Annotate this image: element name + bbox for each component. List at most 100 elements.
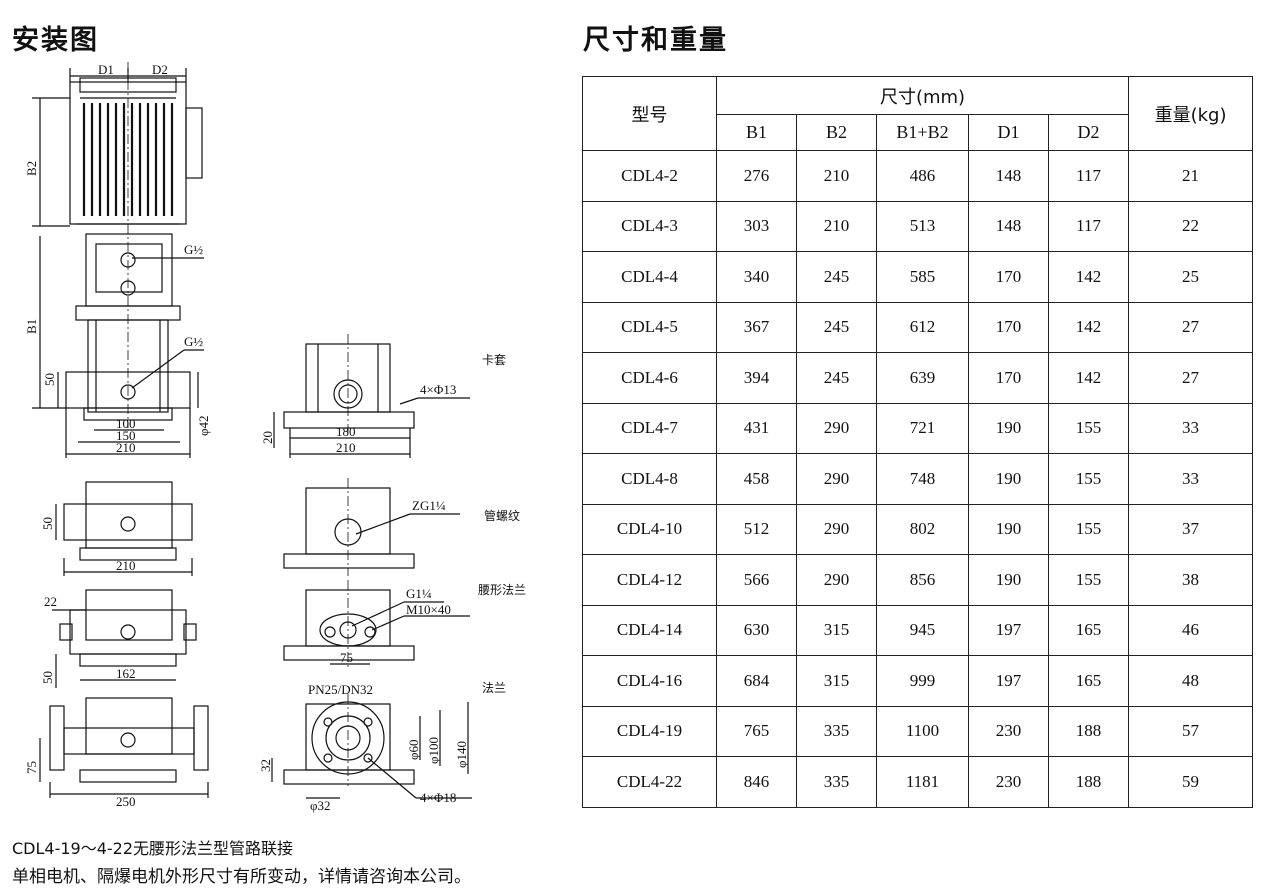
label-zg14: ZG1¼ <box>412 498 446 513</box>
cell-b1: 431 <box>716 402 797 454</box>
cell-d1: 148 <box>968 200 1049 252</box>
cell-w: 33 <box>1128 453 1254 505</box>
label-g-half-top: G½ <box>184 242 203 257</box>
cell-b1b2: 999 <box>876 655 969 707</box>
cell-w: 25 <box>1128 251 1254 303</box>
dim-75: 75 <box>24 761 39 774</box>
cell-model: CDL4-3 <box>582 200 717 252</box>
label-clamp: 卡套 <box>482 353 506 367</box>
col-header-model: 型号 <box>582 76 717 151</box>
cell-d2: 155 <box>1047 453 1130 505</box>
dim-22: 22 <box>44 594 57 609</box>
cell-model: CDL4-7 <box>582 402 717 454</box>
cell-b2: 210 <box>796 200 877 252</box>
dim-b1: B1 <box>24 319 39 334</box>
cell-d1: 148 <box>968 150 1049 202</box>
oval-flange-front-view <box>85 589 173 641</box>
cell-b2: 335 <box>796 756 877 808</box>
dim-162: 162 <box>116 666 136 681</box>
cell-b1: 367 <box>716 301 797 353</box>
col-header-d2: D2 <box>1047 114 1130 151</box>
cell-b1: 684 <box>716 655 797 707</box>
cell-d2: 117 <box>1047 150 1130 202</box>
cell-b1: 303 <box>716 200 797 252</box>
installation-drawing: D1 D2 B2 B1 G½ G½ 50 100 150 210 φ42 4×Φ… <box>24 62 526 813</box>
label-g-half-mid: G½ <box>184 334 203 349</box>
cell-w: 33 <box>1128 402 1254 454</box>
label-g14: G1¼ <box>406 586 432 601</box>
col-header-size: 尺寸(mm) <box>715 76 1130 115</box>
cell-w: 59 <box>1128 756 1254 808</box>
cell-d1: 190 <box>968 554 1049 606</box>
cell-w: 21 <box>1128 150 1254 202</box>
cell-b1: 394 <box>716 352 797 404</box>
cell-d2: 155 <box>1047 402 1130 454</box>
dim-50b: 50 <box>40 517 55 530</box>
cell-b1: 340 <box>716 251 797 303</box>
cell-d2: 165 <box>1047 655 1130 707</box>
cell-model: CDL4-16 <box>582 655 717 707</box>
cell-b1b2: 612 <box>876 301 969 353</box>
col-header-b1-b2: B1+B2 <box>876 114 969 151</box>
cell-model: CDL4-10 <box>582 503 717 555</box>
col-header-b2: B2 <box>796 114 877 151</box>
install-diagram-title: 安装图 <box>12 25 99 56</box>
label-oval-flange: 腰形法兰 <box>478 583 526 597</box>
cell-b2: 315 <box>796 655 877 707</box>
col-header-d1: D1 <box>968 114 1049 151</box>
cell-d2: 142 <box>1047 251 1130 303</box>
cell-w: 27 <box>1128 301 1254 353</box>
cell-b1: 846 <box>716 756 797 808</box>
cell-b1b2: 639 <box>876 352 969 404</box>
cell-d2: 188 <box>1047 756 1130 808</box>
note-motor-variation: 单相电机、隔爆电机外形尺寸有所变动，详情请咨询本公司。 <box>12 867 471 887</box>
cell-b1: 512 <box>716 503 797 555</box>
cell-b1: 630 <box>716 604 797 656</box>
dim-150: 150 <box>116 428 136 443</box>
cell-d1: 197 <box>968 655 1049 707</box>
col-header-b1: B1 <box>716 114 797 151</box>
cell-model: CDL4-12 <box>582 554 717 606</box>
cell-b1b2: 513 <box>876 200 969 252</box>
cell-d1: 170 <box>968 352 1049 404</box>
cell-d1: 190 <box>968 503 1049 555</box>
cell-w: 46 <box>1128 604 1254 656</box>
cell-model: CDL4-2 <box>582 150 717 202</box>
cell-b2: 290 <box>796 453 877 505</box>
cell-b1: 566 <box>716 554 797 606</box>
dim-75-flange: 75 <box>340 650 353 665</box>
cell-b2: 210 <box>796 150 877 202</box>
terminal-box <box>185 107 203 179</box>
cell-b1: 276 <box>716 150 797 202</box>
cell-d2: 142 <box>1047 352 1130 404</box>
cell-b1b2: 748 <box>876 453 969 505</box>
bolt-4x13: 4×Φ13 <box>420 382 456 397</box>
dim-50: 50 <box>42 373 57 386</box>
dim-phi100: φ100 <box>426 737 441 764</box>
note-pipe-connection: CDL4-19～4-22无腰形法兰型管路联接 <box>12 839 294 858</box>
cell-b1b2: 585 <box>876 251 969 303</box>
dim-phi60: φ60 <box>406 739 421 760</box>
dim-phi140: φ140 <box>454 741 469 768</box>
dimensions-weight-table: 型号 尺寸(mm) 重量(kg) B1 B2 B1+B2 D1 D2 CDL4-… <box>582 76 1254 808</box>
dimensions-weight-title: 尺寸和重量 <box>583 25 728 56</box>
cell-model: CDL4-22 <box>582 756 717 808</box>
dim-210b: 210 <box>336 440 356 455</box>
cell-model: CDL4-8 <box>582 453 717 505</box>
cell-d1: 190 <box>968 453 1049 505</box>
dim-phi32: φ32 <box>310 798 331 813</box>
cell-model: CDL4-6 <box>582 352 717 404</box>
dim-phi42: φ42 <box>196 415 211 436</box>
cell-b1b2: 486 <box>876 150 969 202</box>
cell-d2: 155 <box>1047 503 1130 555</box>
cell-d2: 165 <box>1047 604 1130 656</box>
